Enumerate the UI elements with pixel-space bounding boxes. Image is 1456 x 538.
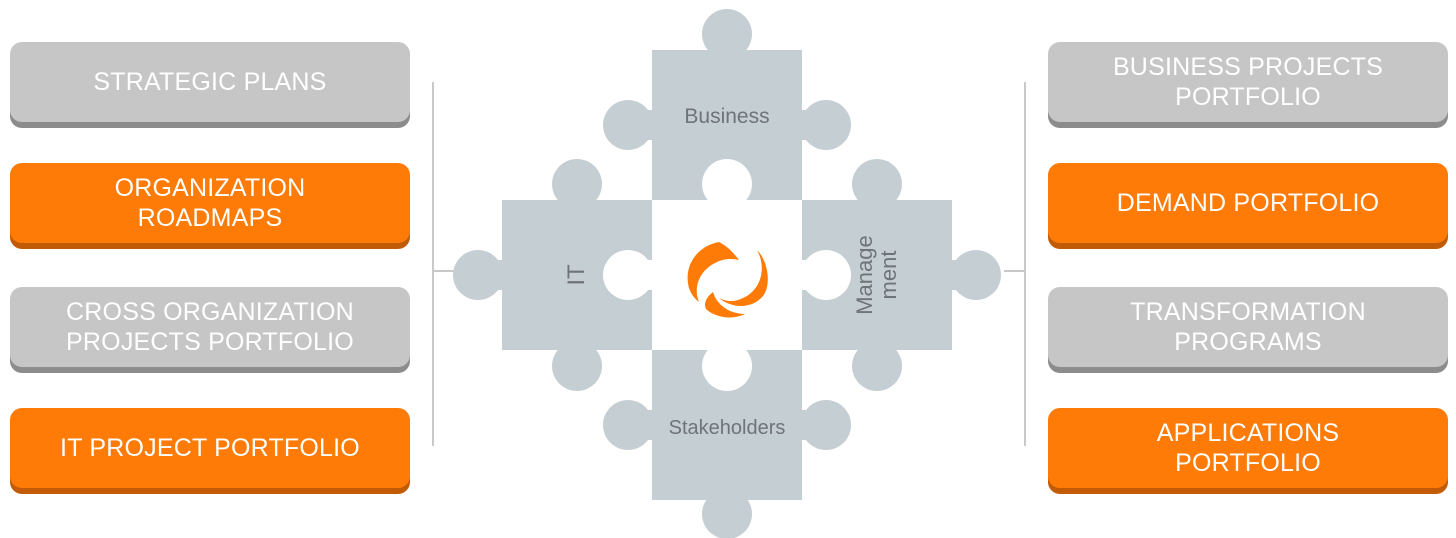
card-organization-roadmaps: ORGANIZATION ROADMAPS [10, 163, 410, 243]
right-bracket-line [1024, 82, 1026, 446]
left-bracket-line [432, 82, 434, 446]
card-business-projects-portfolio: BUSINESS PROJECTS PORTFOLIO [1048, 42, 1448, 122]
card-strategic-plans: STRATEGIC PLANS [10, 42, 410, 122]
card-demand-portfolio: DEMAND PORTFOLIO [1048, 163, 1448, 243]
puzzle-label-it: IT [563, 264, 590, 286]
left-bracket-connector [432, 270, 454, 272]
card-transformation-programs: TRANSFORMATION PROGRAMS [1048, 287, 1448, 367]
puzzle-piece-it [453, 159, 652, 391]
logo-icon [687, 242, 768, 318]
card-applications-portfolio: APPLICATIONS PORTFOLIO [1048, 408, 1448, 488]
card-cross-organization-projects-portfolio: CROSS ORGANIZATION PROJECTS PORTFOLIO [10, 287, 410, 367]
puzzle-label-business: Business [684, 105, 770, 128]
puzzle-label-management: Manage ment [852, 235, 901, 315]
right-bracket-connector [1004, 270, 1026, 272]
card-it-project-portfolio: IT PROJECT PORTFOLIO [10, 408, 410, 488]
puzzle-center [603, 159, 851, 391]
puzzle-pieces [453, 9, 1001, 538]
puzzle-label-stakeholders: Stakeholders [668, 417, 786, 439]
